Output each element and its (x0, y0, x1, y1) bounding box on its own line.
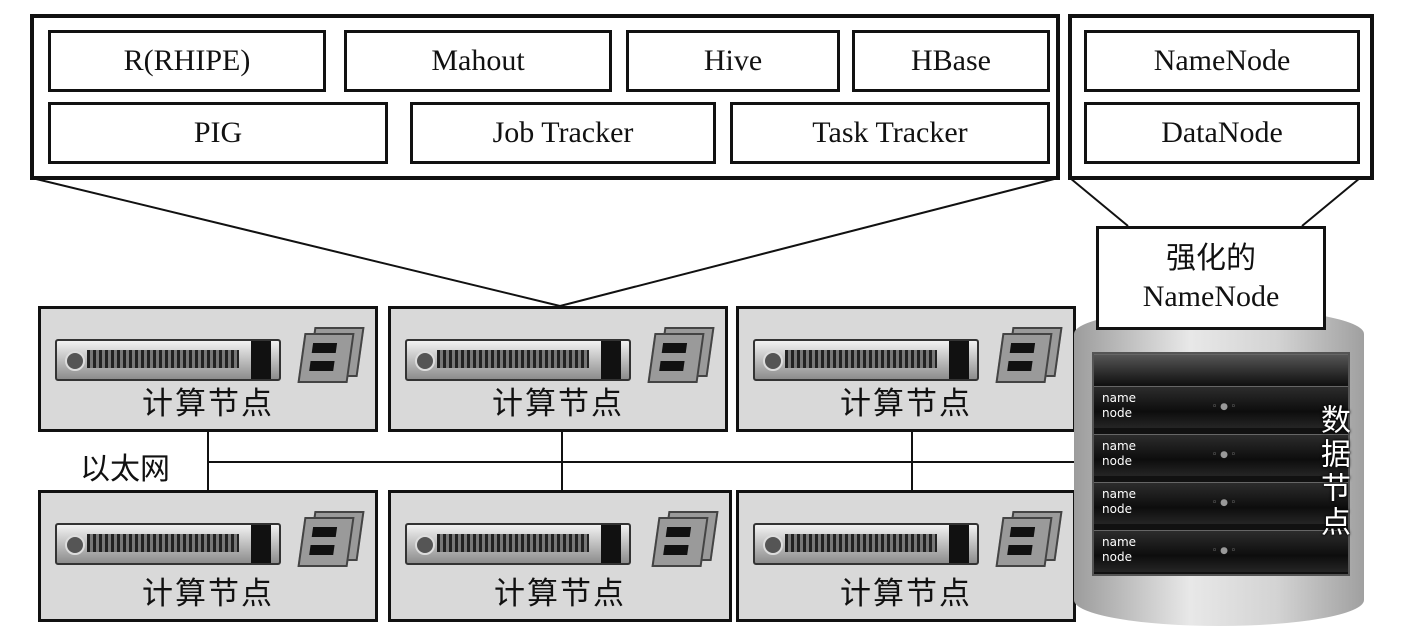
namenode-box: NameNode (1084, 30, 1360, 92)
server-icon (405, 523, 631, 565)
data-nodes-label: 数据节点 (1315, 404, 1350, 540)
compute-node: 计算节点 (736, 306, 1076, 432)
disk-icon (651, 511, 719, 567)
task-tracker-box: Task Tracker (730, 102, 1050, 164)
disk-icon (297, 327, 365, 383)
compute-node: 计算节点 (388, 306, 728, 432)
compute-node: 计算节点 (736, 490, 1076, 622)
disk-icon (647, 327, 715, 383)
compute-node: 计算节点 (38, 306, 378, 432)
enhanced-namenode-line2: NameNode (1142, 280, 1280, 313)
datanode-box: DataNode (1084, 102, 1360, 164)
hive-box: Hive (626, 30, 840, 92)
enhanced-namenode-box: 强化的 NameNode (1096, 226, 1326, 330)
compute-node-label: 计算节点 (840, 386, 972, 422)
compute-node-label: 计算节点 (142, 386, 274, 422)
server-icon (55, 339, 281, 381)
disk-icon (297, 511, 365, 567)
server-icon (405, 339, 631, 381)
server-icon (55, 523, 281, 565)
compute-node: 计算节点 (38, 490, 378, 622)
hdfs-panel: NameNode DataNode (1068, 14, 1374, 180)
ethernet-label: 以太网 (80, 452, 170, 487)
server-icon (753, 523, 979, 565)
hbase-box: HBase (852, 30, 1050, 92)
compute-node-label: 计算节点 (840, 576, 972, 612)
mahout-box: Mahout (344, 30, 612, 92)
disk-icon (995, 327, 1063, 383)
software-stack-panel: R(RHIPE) Mahout Hive HBase PIG Job Track… (30, 14, 1060, 180)
disk-icon (995, 511, 1063, 567)
server-icon (753, 339, 979, 381)
pig-box: PIG (48, 102, 388, 164)
compute-node-label: 计算节点 (142, 576, 274, 612)
job-tracker-box: Job Tracker (410, 102, 716, 164)
enhanced-namenode-line1: 强化的 (1166, 241, 1256, 276)
rhipe-box: R(RHIPE) (48, 30, 326, 92)
compute-node-label: 计算节点 (492, 386, 624, 422)
compute-node-label: 计算节点 (494, 576, 626, 612)
compute-node: 计算节点 (388, 490, 732, 622)
